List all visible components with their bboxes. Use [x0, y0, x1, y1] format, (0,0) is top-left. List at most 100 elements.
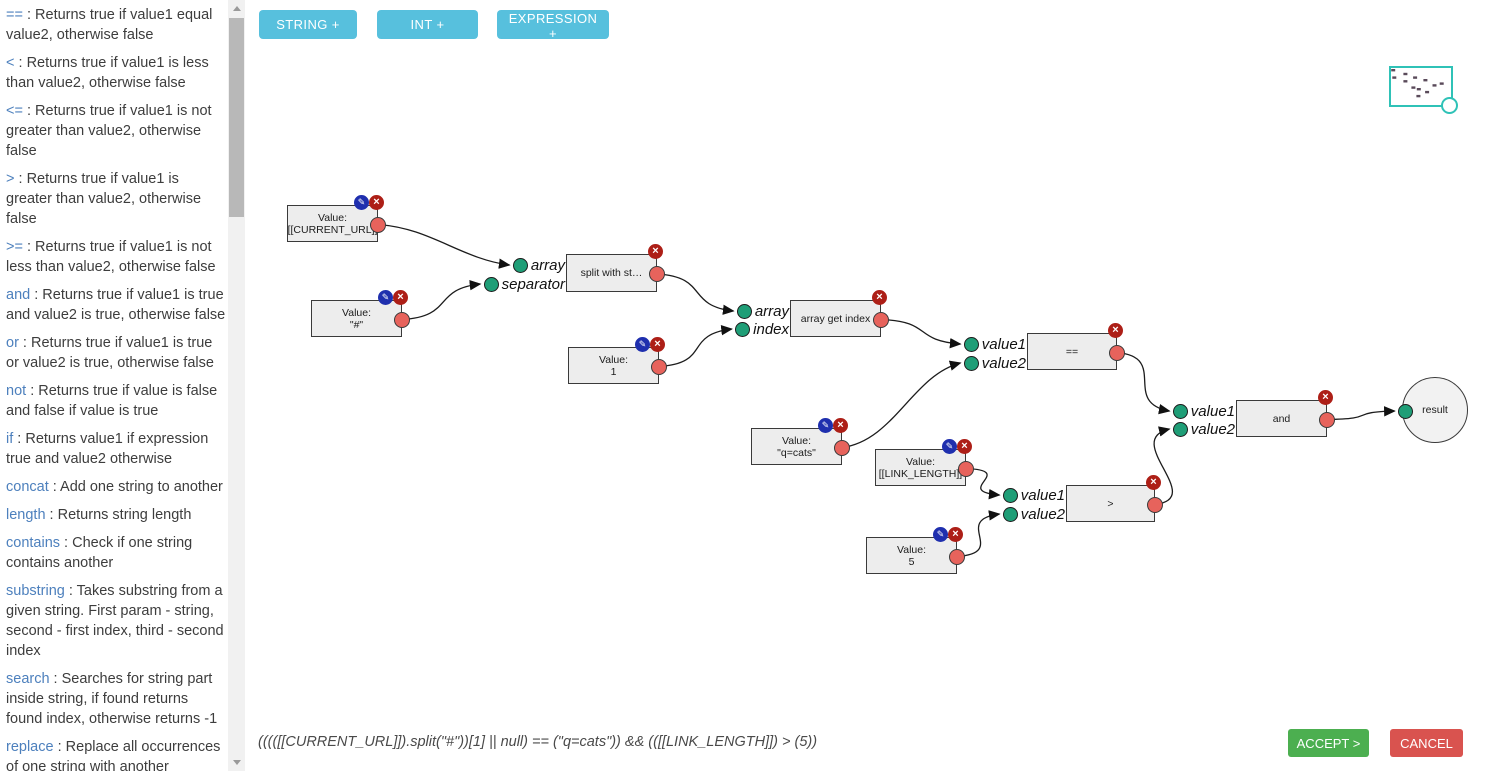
node-v_qcats[interactable]: Value:"q=cats"✎× [751, 418, 850, 465]
input-port-array[interactable] [736, 303, 752, 319]
doc-keyword: or [6, 335, 19, 351]
connection-edge [880, 318, 962, 349]
doc-keyword: contains [6, 535, 61, 551]
delete-node-icon[interactable]: × [957, 439, 972, 454]
edit-pencil-icon[interactable]: ✎ [378, 290, 393, 305]
delete-node-icon[interactable]: × [1318, 390, 1333, 405]
minimap[interactable] [1389, 66, 1458, 114]
sidebar-scrollbar[interactable] [228, 0, 245, 771]
node-v_hash[interactable]: Value:"#"✎× [311, 290, 410, 337]
node-label: Value:[[CURRENT_URL]] [287, 206, 378, 241]
input-port-separator[interactable] [483, 276, 499, 292]
add-expression-button[interactable]: EXPRESSION + [497, 10, 609, 41]
doc-keyword: not [6, 383, 27, 399]
delete-node-icon[interactable]: × [948, 527, 963, 542]
input-port-value2[interactable] [1002, 506, 1018, 522]
input-port-value1[interactable] [1002, 487, 1018, 503]
delete-node-icon[interactable]: × [872, 290, 887, 305]
output-port[interactable] [873, 311, 889, 328]
connection-edge [956, 510, 1001, 558]
output-port[interactable] [834, 439, 850, 456]
node-label: Value:[[LINK_LENGTH]] [876, 450, 965, 485]
edit-pencil-icon[interactable]: ✎ [818, 418, 833, 433]
node-label: == [1028, 334, 1116, 369]
node-result[interactable]: result [1398, 377, 1468, 443]
triangle-up-icon [232, 6, 241, 11]
input-port-label: index [753, 320, 789, 338]
node-label-line: 5 [908, 555, 915, 568]
accept-button[interactable]: ACCEPT > [1288, 729, 1369, 757]
output-port[interactable] [649, 266, 665, 282]
scroll-down-arrow[interactable] [228, 754, 245, 771]
output-port[interactable] [651, 358, 667, 375]
connection-edge [377, 223, 511, 269]
node-label-line: == [1065, 345, 1079, 358]
node-v_one[interactable]: Value:1✎× [568, 337, 667, 384]
node-label-line: > [1107, 497, 1114, 510]
node-label-line: and [1272, 412, 1291, 425]
output-port[interactable] [949, 548, 965, 565]
delete-node-icon[interactable]: × [650, 337, 665, 352]
input-port-label: separator [501, 275, 565, 293]
input-port-value2[interactable] [963, 355, 979, 371]
input-port-in[interactable] [1398, 403, 1413, 419]
input-port-group: value1 [963, 335, 1026, 353]
doc-keyword: <= [6, 103, 23, 119]
minimap-handle[interactable] [1441, 97, 1458, 114]
minimap-graph-preview [1391, 69, 1444, 98]
input-port-value1[interactable] [963, 336, 979, 352]
sidebar-doc-item: == : Returns true if value1 equal value2… [6, 7, 213, 43]
delete-node-icon[interactable]: × [393, 290, 408, 305]
delete-node-icon[interactable]: × [1108, 323, 1123, 338]
node-label-line: "q=cats" [777, 446, 816, 459]
output-port[interactable] [1319, 411, 1335, 428]
delete-node-icon[interactable]: × [833, 418, 848, 433]
add-string-button[interactable]: STRING + [259, 10, 357, 39]
connection-edge [401, 279, 482, 321]
node-label: array get index [791, 301, 880, 336]
output-port[interactable] [958, 460, 974, 477]
input-port-value1[interactable] [1172, 403, 1188, 419]
scrollbar-thumb[interactable] [229, 18, 244, 217]
delete-node-icon[interactable]: × [1146, 475, 1161, 490]
output-port[interactable] [394, 311, 410, 328]
sidebar-doc-item: contains : Check if one string contains … [6, 535, 193, 571]
node-v_url[interactable]: Value:[[CURRENT_URL]]✎× [287, 195, 386, 242]
node-v_ll[interactable]: Value:[[LINK_LENGTH]]✎× [875, 439, 974, 486]
input-port-label: value1 [981, 335, 1026, 353]
sidebar-doc-item: < : Returns true if value1 is less than … [6, 55, 209, 91]
scroll-up-arrow[interactable] [228, 0, 245, 17]
node-label-line: [[CURRENT_URL]] [287, 223, 378, 236]
edit-pencil-icon[interactable]: ✎ [933, 527, 948, 542]
node-label-line: split with st… [580, 267, 643, 279]
sidebar-doc-item: not : Returns true if value is false and… [6, 383, 218, 419]
edit-pencil-icon[interactable]: ✎ [635, 337, 650, 352]
node-label: result [1403, 378, 1467, 442]
delete-node-icon[interactable]: × [369, 195, 384, 210]
output-port[interactable] [1147, 496, 1163, 513]
output-port[interactable] [1109, 344, 1125, 361]
sidebar-doc-item: and : Returns true if value1 is true and… [6, 287, 226, 323]
sidebar-doc-item: replace : Replace all occurrences of one… [6, 737, 228, 771]
node-label: Value:1 [569, 348, 658, 383]
triangle-down-icon [232, 760, 241, 765]
input-port-index[interactable] [735, 321, 751, 337]
node-label-line: Value: [599, 353, 628, 366]
node-v_five[interactable]: Value:5✎× [866, 527, 965, 574]
edit-pencil-icon[interactable]: ✎ [354, 195, 369, 210]
expression-preview: (((([[CURRENT_URL]]).split("#"))[1] || n… [258, 734, 818, 750]
input-port-array[interactable] [512, 257, 528, 273]
cancel-button[interactable]: CANCEL [1390, 729, 1463, 757]
output-port[interactable] [370, 216, 386, 233]
add-int-button[interactable]: INT + [377, 10, 478, 39]
edit-pencil-icon[interactable]: ✎ [942, 439, 957, 454]
input-port-value2[interactable] [1172, 421, 1188, 437]
delete-node-icon[interactable]: × [648, 244, 663, 259]
doc-description: Replace all occurrences of one string wi… [6, 739, 221, 771]
